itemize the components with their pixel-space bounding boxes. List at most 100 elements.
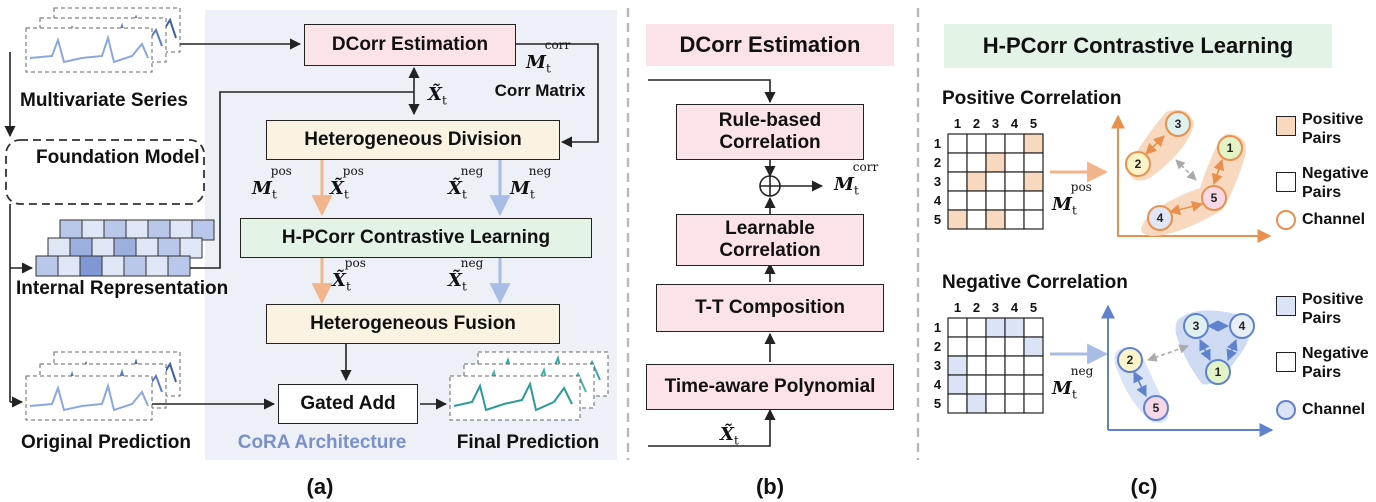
matrix-cell <box>966 171 987 192</box>
neg-channel-node-label: 4 <box>1239 319 1246 333</box>
multivariate-series-label: Multivariate Series <box>20 90 188 111</box>
matrix-cell <box>947 190 968 211</box>
multivariate-series-icon <box>25 7 181 73</box>
caption-a: (a) <box>306 474 334 499</box>
neg-row-label: 1 <box>933 320 942 335</box>
pos-channel-node-label: 4 <box>1157 211 1164 225</box>
neg-channel-node-label: 1 <box>1215 365 1222 379</box>
matrix-cell <box>1004 133 1025 154</box>
x-neg-symbol: X̃tneg <box>448 164 484 202</box>
x-pos-fused-symbol: X̃tpos <box>332 256 366 294</box>
x-pos-symbol: X̃tpos <box>330 164 364 202</box>
pos-row-label: 5 <box>933 212 942 227</box>
matrix-cell <box>947 336 968 357</box>
matrix-cell <box>985 355 1006 376</box>
matrix-cell <box>947 133 968 154</box>
x-tilde-t-symbol: X̃t <box>428 84 447 108</box>
neg-row-label: 2 <box>933 339 942 354</box>
matrix-cell <box>947 209 968 230</box>
neg-channel-node <box>1143 395 1169 421</box>
matrix-cell <box>1004 393 1025 414</box>
pos-channel-node-label: 5 <box>1211 191 1218 205</box>
matrix-cell <box>1023 171 1044 192</box>
gated-add-box: Gated Add <box>278 384 418 424</box>
matrix-cell <box>985 209 1006 230</box>
corr-matrix-label: Corr Matrix <box>494 81 586 100</box>
time-aware-polynomial-box: Time-aware Polynomial <box>646 364 894 410</box>
pos-channel-node <box>1217 135 1243 161</box>
original-prediction-label: Original Prediction <box>21 432 191 453</box>
matrix-cell <box>966 209 987 230</box>
graph-edge <box>1168 201 1204 215</box>
graph-edge <box>1199 338 1211 362</box>
final-prediction-icon <box>449 351 609 421</box>
final-prediction-label: Final Prediction <box>456 432 600 453</box>
m-neg-symbol: Mtneg <box>510 164 552 202</box>
matrix-cell <box>947 355 968 376</box>
pos-col-label: 1 <box>953 116 962 131</box>
caption-b: (b) <box>755 474 785 499</box>
legend-channel-bottom: Channel <box>1302 401 1366 418</box>
positive-correlation-label: Positive Correlation <box>942 88 1122 109</box>
matrix-cell <box>1023 336 1044 357</box>
matrix-cell <box>985 374 1006 395</box>
rule-based-correlation-box: Rule-based Correlation <box>676 104 864 160</box>
matrix-cell <box>985 190 1006 211</box>
matrix-cell <box>1023 393 1044 414</box>
legend-positive-pairs-swatch-bottom <box>1276 296 1296 316</box>
legend-positive-pairs-bottom: Positive Pairs <box>1302 291 1364 327</box>
matrix-cell <box>947 152 968 173</box>
matrix-cell <box>966 317 987 338</box>
pos-row-label: 4 <box>933 193 942 208</box>
neg-channel-node-label: 5 <box>1153 401 1160 415</box>
matrix-cell <box>966 355 987 376</box>
legend-negative-pairs-top: Negative Pairs <box>1302 165 1369 201</box>
positive-correlation-matrix <box>947 133 1044 230</box>
internal-representation-label: Internal Representation <box>16 278 229 299</box>
pos-row-label: 1 <box>933 136 942 151</box>
pos-channel-node <box>1201 185 1227 211</box>
m-neg-c-symbol: Mtneg <box>1052 364 1094 402</box>
negative-correlation-matrix <box>947 317 1044 414</box>
legend-channel-top: Channel <box>1302 211 1366 228</box>
neg-row-label: 3 <box>933 358 942 373</box>
pos-channel-node <box>1125 151 1151 177</box>
pos-col-label: 4 <box>1010 116 1019 131</box>
graph-edge <box>1133 370 1147 398</box>
neg-channel-node <box>1229 313 1255 339</box>
graph-edge <box>1145 135 1165 155</box>
foundation-model-box <box>5 139 205 205</box>
matrix-cell <box>966 393 987 414</box>
neg-channel-node <box>1117 347 1143 373</box>
matrix-cell <box>985 133 1006 154</box>
matrix-cell <box>1023 209 1044 230</box>
panel-b-title: DCorr Estimation <box>646 24 894 66</box>
matrix-cell <box>1023 317 1044 338</box>
matrix-cell <box>1023 152 1044 173</box>
matrix-cell <box>1023 355 1044 376</box>
matrix-cell <box>1004 336 1025 357</box>
matrix-cell <box>1004 190 1025 211</box>
pos-channel-node-label: 3 <box>1175 117 1182 131</box>
matrix-cell <box>966 133 987 154</box>
internal-representation-icon <box>35 219 215 277</box>
matrix-cell <box>1004 317 1025 338</box>
matrix-cell <box>947 171 968 192</box>
negative-correlation-label: Negative Correlation <box>942 272 1128 293</box>
pos-col-label: 3 <box>991 116 1000 131</box>
hpcorr-contrastive-box: H-PCorr Contrastive Learning <box>240 218 592 258</box>
pos-col-label: 5 <box>1029 116 1038 131</box>
graph-edge <box>1226 338 1238 362</box>
matrix-cell <box>1004 374 1025 395</box>
graph-edge <box>1211 158 1225 186</box>
caption-c: (c) <box>1130 474 1158 499</box>
matrix-cell <box>947 393 968 414</box>
neg-col-label: 4 <box>1010 300 1019 315</box>
corr-matrix-symbol: Mtcorr <box>526 38 571 76</box>
corr-output-symbol: Mtcorr <box>834 160 879 198</box>
legend-positive-pairs-top: Positive Pairs <box>1302 111 1364 147</box>
neg-col-label: 3 <box>991 300 1000 315</box>
neg-col-label: 5 <box>1029 300 1038 315</box>
